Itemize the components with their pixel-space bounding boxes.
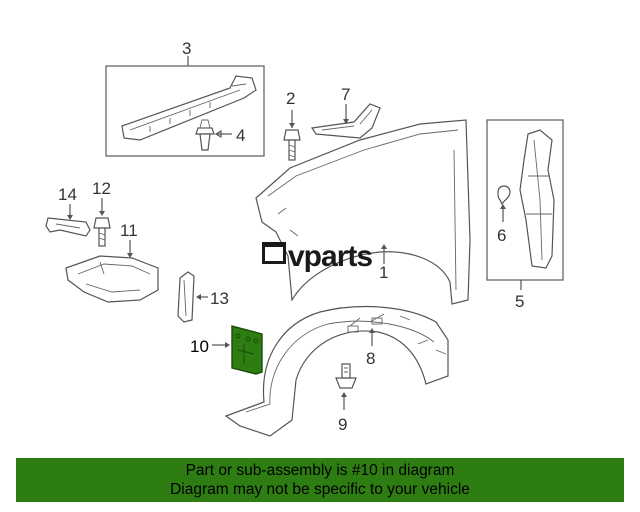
callout-1: 1 (379, 263, 388, 282)
callout-12: 12 (92, 179, 111, 198)
part-14-clip[interactable] (45, 217, 91, 237)
part-7-bracket[interactable] (310, 103, 381, 139)
part-12-bolt[interactable] (93, 217, 111, 247)
callout-2: 2 (286, 89, 295, 108)
part-11-shield[interactable] (65, 255, 159, 303)
part-4-clip[interactable] (195, 119, 215, 151)
part-3-rail[interactable] (121, 75, 257, 141)
watermark-icon (262, 242, 286, 264)
part-8-liner[interactable] (224, 305, 449, 437)
callout-10: 10 (190, 337, 209, 356)
part-9-clip[interactable] (335, 363, 357, 389)
callout-8: 8 (366, 349, 375, 368)
callout-6: 6 (497, 226, 506, 245)
callout-9: 9 (338, 415, 347, 434)
part-2-bolt[interactable] (283, 129, 301, 161)
callout-13: 13 (210, 289, 229, 308)
part-3-box (105, 65, 265, 157)
part-1-fender[interactable] (255, 119, 471, 305)
watermark-text: vparts (288, 240, 373, 273)
banner-line-1: Part or sub-assembly is #10 in diagram (185, 462, 455, 479)
callout-14: 14 (58, 185, 77, 204)
part-6-clip[interactable] (497, 185, 511, 206)
info-banner: Part or sub-assembly is #10 in diagram D… (16, 458, 624, 502)
callout-3: 3 (182, 39, 191, 58)
watermark-logo: vparts (262, 240, 373, 274)
callout-7: 7 (341, 85, 350, 104)
callout-4: 4 (236, 126, 245, 145)
part-5-pillar-bracket[interactable] (519, 129, 555, 269)
part-10-mudguard[interactable] (231, 325, 263, 375)
part-5-box (486, 119, 564, 281)
callout-5: 5 (515, 292, 524, 311)
part-13-seal[interactable] (177, 271, 195, 323)
banner-line-2: Diagram may not be specific to your vehi… (170, 481, 470, 498)
callout-11: 11 (120, 221, 138, 240)
